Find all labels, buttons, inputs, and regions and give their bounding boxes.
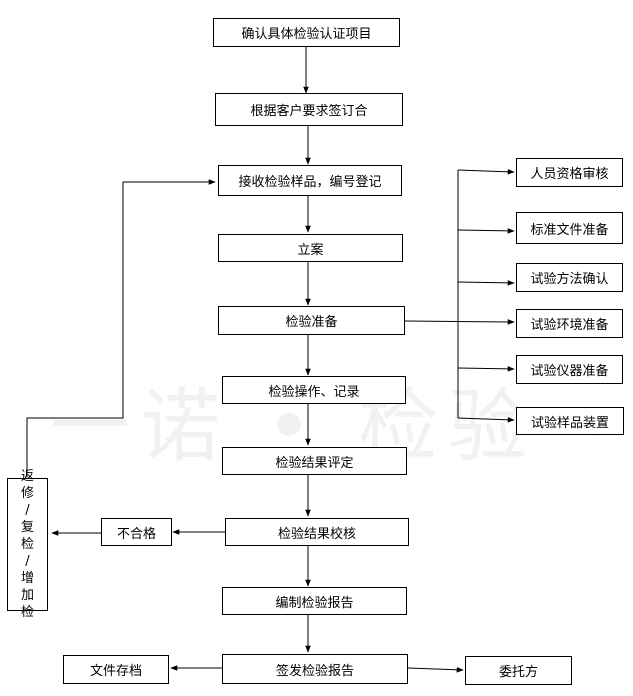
arrow-prep-env (404, 319, 515, 325)
step-verify-label: 检验结果校核 (277, 526, 356, 542)
step-compile-report: 编制检验报告 (222, 587, 407, 615)
step-file-case-label: 立案 (297, 242, 324, 258)
step-sign-contract: 根据客户要求签订合 (215, 93, 403, 126)
arrow-prep-sample (457, 416, 515, 423)
step-confirm-items: 确认具体检验认证项目 (213, 18, 400, 47)
prep-method: 试验方法确认 (516, 263, 623, 292)
fail-box: 不合格 (101, 518, 172, 546)
step-issue-report-label: 签发检验报告 (275, 663, 354, 679)
step-receive-samples-label: 接收检验样品，编号登记 (238, 175, 382, 190)
prep-sample-setup: 试验样品装置 (516, 407, 624, 435)
rework-char: / (25, 554, 30, 569)
rework-char: 复 (20, 520, 34, 535)
prep-personnel: 人员资格审核 (516, 158, 623, 187)
rework-char: 返 (20, 469, 34, 484)
rework-char: 检 (20, 537, 34, 552)
arrow-prep-method (457, 280, 515, 286)
step-operate-record: 检验操作、记录 (222, 376, 406, 404)
prep-instrument: 试验仪器准备 (516, 355, 623, 384)
prep-standard-docs-label: 标准文件准备 (530, 222, 609, 238)
step-prepare-label: 检验准备 (285, 315, 338, 330)
prep-standard-docs: 标准文件准备 (516, 212, 623, 244)
rework-char: 修 (20, 486, 34, 501)
step-evaluate: 检验结果评定 (222, 447, 407, 475)
arrow-prep-standard (457, 228, 515, 234)
rework-char: / (25, 503, 30, 518)
arrow-prep-instrument (457, 366, 515, 372)
archive-label: 文件存档 (89, 664, 142, 679)
step-verify: 检验结果校核 (225, 518, 409, 546)
step-confirm-items-label: 确认具体检验认证项目 (241, 27, 372, 42)
rework-box: 返 修 / 复 检 / 增 加 检 (7, 469, 48, 620)
prep-sample-setup-label: 试验样品装置 (530, 415, 609, 431)
arrow-issue-client (407, 666, 464, 673)
client-label: 委托方 (498, 665, 538, 680)
arrow-rework-receive (26, 179, 216, 477)
rework-char: 增 (20, 571, 34, 586)
client-box: 委托方 (465, 656, 572, 685)
fail-label: 不合格 (116, 526, 156, 542)
step-prepare: 检验准备 (218, 306, 405, 335)
archive-box: 文件存档 (63, 655, 169, 684)
rework-char: 检 (20, 605, 34, 620)
step-operate-record-label: 检验操作、记录 (268, 384, 360, 400)
prep-method-label: 试验方法确认 (530, 272, 609, 287)
prep-environment-label: 试验环境准备 (530, 318, 609, 333)
prep-personnel-label: 人员资格审核 (530, 167, 609, 182)
arrow-prep-personnel (457, 168, 515, 175)
rework-char: 加 (20, 588, 34, 603)
step-compile-report-label: 编制检验报告 (275, 595, 354, 611)
step-evaluate-label: 检验结果评定 (275, 455, 354, 471)
prep-environment: 试验环境准备 (516, 309, 623, 338)
step-receive-samples: 接收检验样品，编号登记 (218, 165, 402, 196)
step-issue-report: 签发检验报告 (222, 654, 408, 684)
step-sign-contract-label: 根据客户要求签订合 (250, 104, 368, 119)
step-file-case: 立案 (218, 234, 403, 262)
prep-instrument-label: 试验仪器准备 (530, 364, 609, 379)
